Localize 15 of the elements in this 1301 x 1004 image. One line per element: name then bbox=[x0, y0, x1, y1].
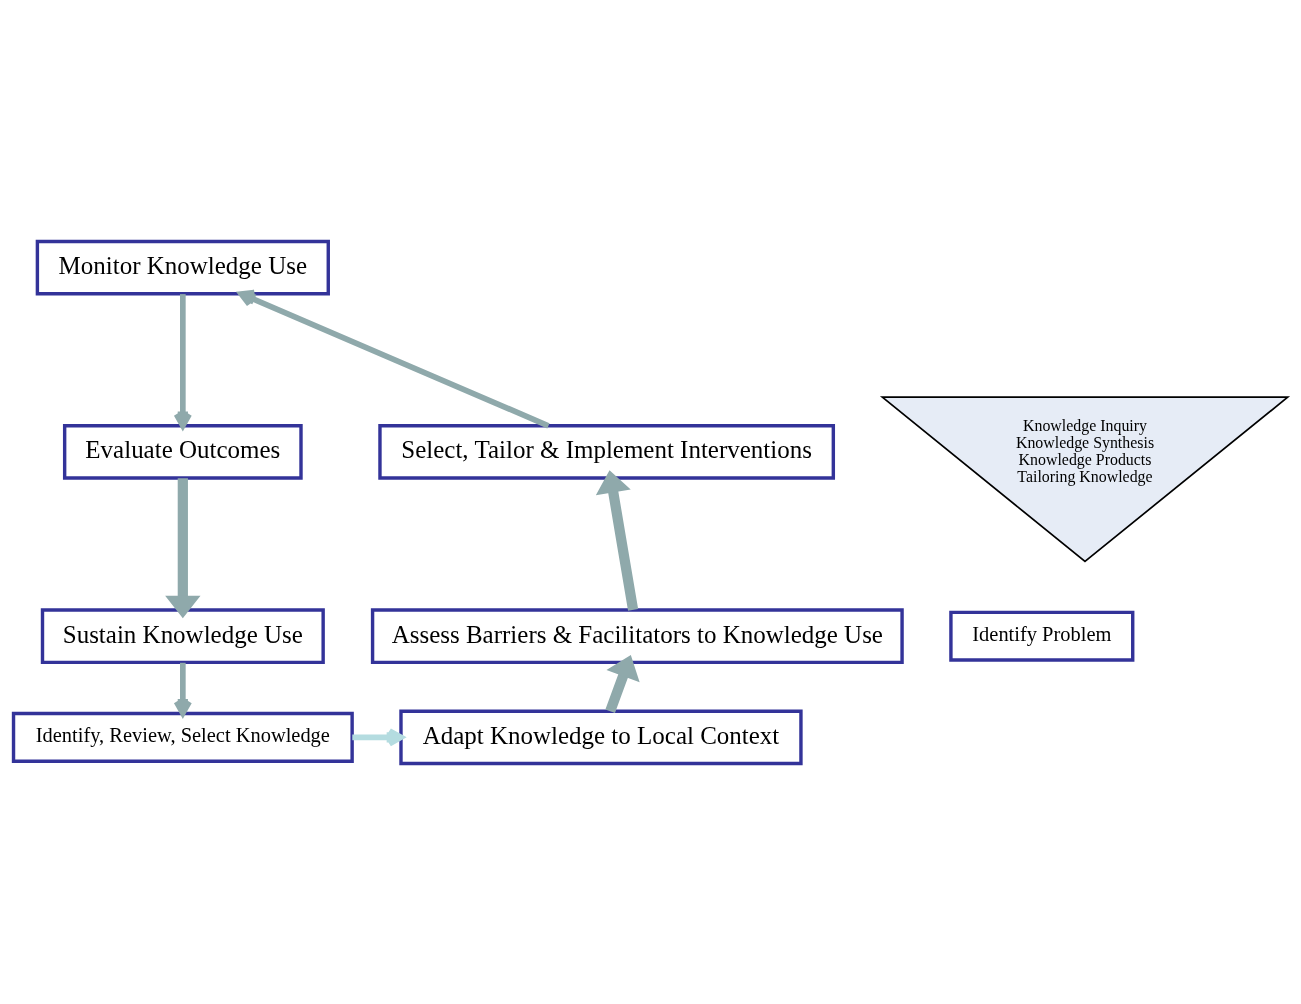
arrow bbox=[173, 293, 193, 429]
arrow bbox=[352, 727, 404, 747]
arrow bbox=[605, 654, 640, 713]
node-box: Evaluate Outcomes bbox=[62, 423, 303, 480]
node-box: Sustain Knowledge Use bbox=[40, 607, 325, 664]
arrow bbox=[173, 662, 193, 716]
node-box: Select, Tailor & Implement Interventions bbox=[378, 423, 836, 480]
node-box: Monitor Knowledge Use bbox=[35, 239, 330, 295]
node-box: Assess Barriers & Facilitators to Knowledge Use bbox=[370, 607, 904, 664]
arrow bbox=[238, 289, 550, 428]
arrow bbox=[165, 477, 201, 618]
arrow bbox=[595, 469, 639, 611]
node-box: Identify, Review, Select Knowledge bbox=[11, 711, 354, 763]
node-box: Identify Problem bbox=[949, 610, 1135, 662]
node-box: Adapt Knowledge to Local Context bbox=[399, 709, 803, 765]
